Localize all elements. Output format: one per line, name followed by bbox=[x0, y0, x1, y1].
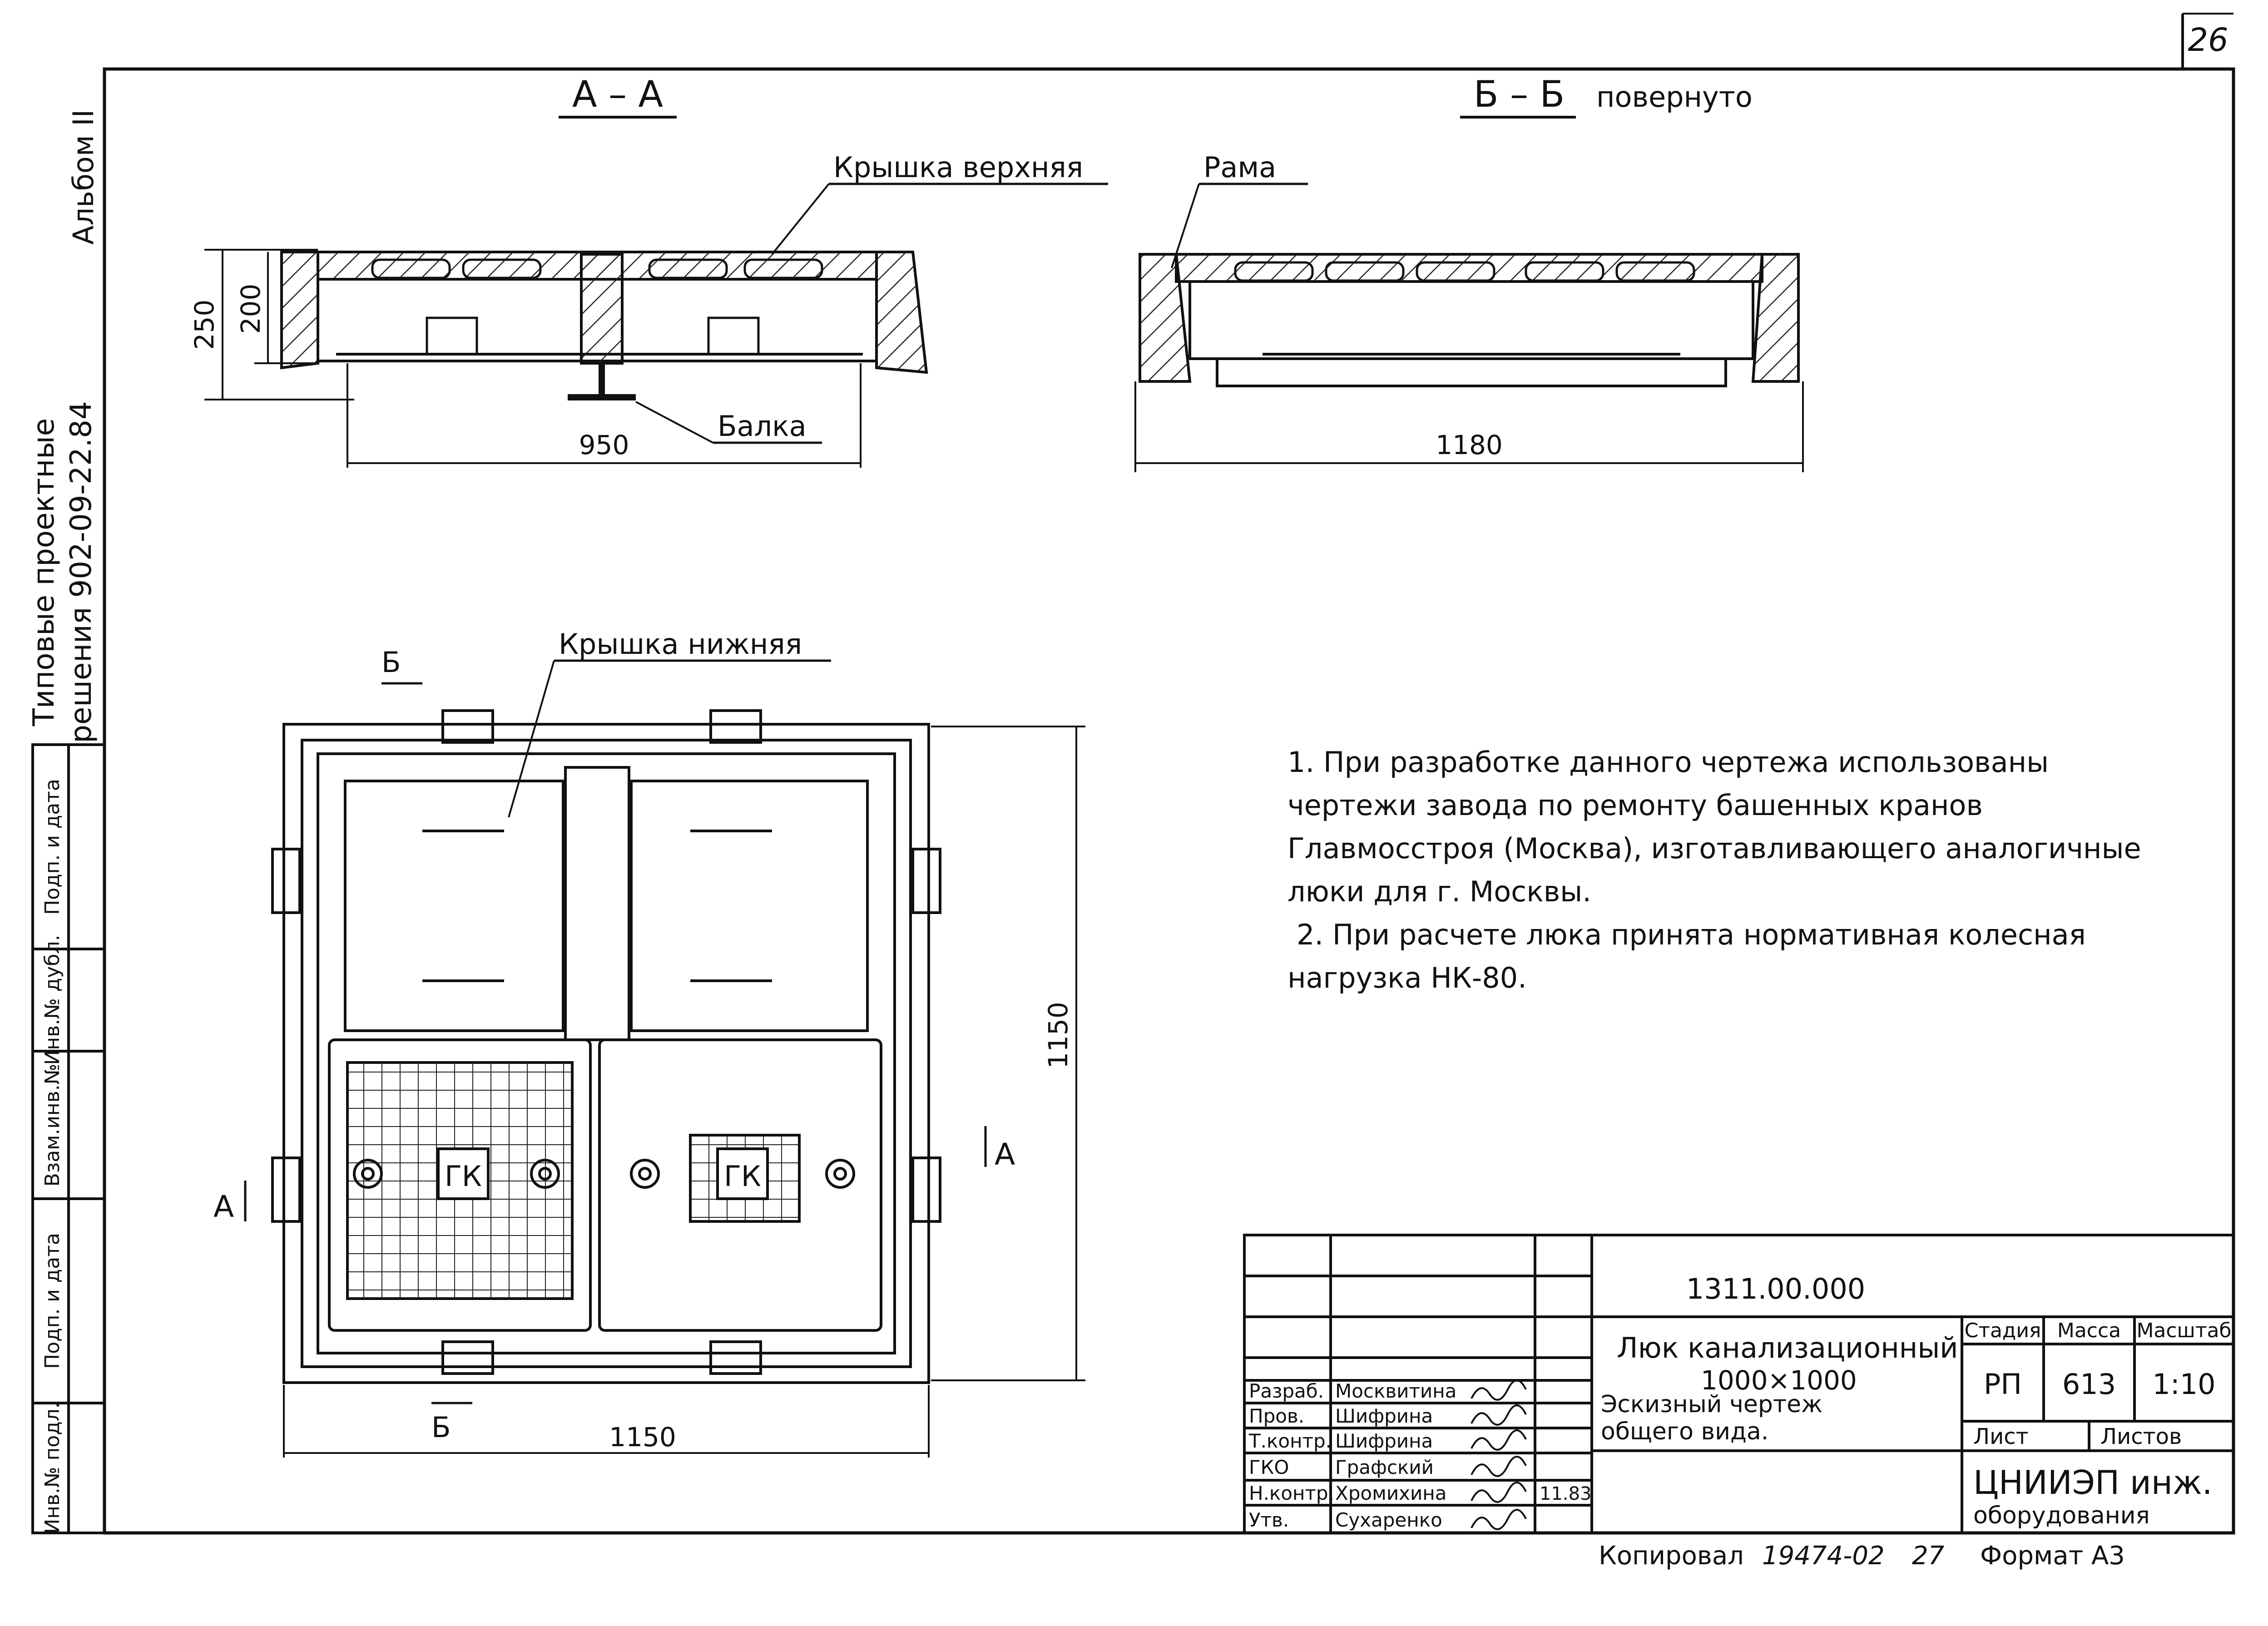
side-stamp: Альбом II Типовые проектные решения 902-… bbox=[27, 109, 106, 1534]
item-name-1: Люк канализационный bbox=[1617, 1331, 1958, 1364]
plan-dim-height: 1150 bbox=[1043, 1002, 1074, 1069]
series-line1: Типовые проектные bbox=[27, 418, 61, 727]
section-aa-title: А – А bbox=[572, 73, 664, 115]
beam-label: Балка bbox=[718, 410, 807, 443]
sheet-number: 26 bbox=[2188, 21, 2228, 59]
section-bb-title: Б – Б bbox=[1474, 73, 1565, 115]
cut-a-left: А bbox=[213, 1189, 234, 1224]
dim-1180: 1180 bbox=[1436, 430, 1503, 460]
plan-view: Крышка нижняя Б Б А А bbox=[213, 628, 1085, 1458]
staff-role-6: Утв. bbox=[1249, 1509, 1289, 1531]
staff-name-5: Хромихина bbox=[1335, 1482, 1446, 1504]
staff-role-5: Н.контр. bbox=[1249, 1482, 1334, 1504]
dim-250: 250 bbox=[189, 300, 220, 350]
hdr-sheets: Листов bbox=[2100, 1424, 2182, 1449]
lid-top-label: Крышка верхняя bbox=[833, 151, 1083, 184]
gk-box-right: ГК bbox=[716, 1147, 769, 1200]
staff-role-1: Разраб. bbox=[1249, 1380, 1324, 1402]
hdr-scale: Масштаб bbox=[2136, 1319, 2231, 1342]
item-desc-1: Эскизный чертеж bbox=[1601, 1391, 1822, 1418]
gk-label-left: ГК bbox=[445, 1160, 482, 1193]
note-line-5: 2. При расчете люка принята нормативная … bbox=[1297, 918, 2086, 951]
hdr-stage: Стадия bbox=[1965, 1319, 2041, 1342]
footer: Копировал 19474-02 27 Формат А3 bbox=[1599, 1541, 2125, 1571]
cut-b-top: Б bbox=[381, 646, 401, 679]
staff-name-1: Москвитина bbox=[1335, 1380, 1456, 1402]
series-line2: решения 902-09-22.84 bbox=[64, 401, 98, 743]
scale-value: 1:10 bbox=[2152, 1368, 2215, 1401]
bolt-icons bbox=[353, 1159, 855, 1189]
cut-a-right: А bbox=[995, 1137, 1015, 1172]
section-bb: Б – Б повернуто Рама 1180 bbox=[1134, 73, 1804, 472]
approval-date: 11.83 bbox=[1540, 1483, 1592, 1504]
mass-value: 613 bbox=[2062, 1368, 2116, 1401]
gk-label-right: ГК bbox=[724, 1160, 761, 1193]
copy-number-2: 27 bbox=[1912, 1541, 1945, 1571]
lid-bottom-label: Крышка нижняя bbox=[559, 628, 802, 661]
hdr-mass: Масса bbox=[2057, 1319, 2121, 1342]
format-label: Формат А3 bbox=[1980, 1541, 2125, 1571]
stamp-box-3: Взам.инв.№ bbox=[41, 1064, 64, 1187]
note-line-6: нагрузка НК-80. bbox=[1288, 961, 1527, 994]
staff-name-6: Сухаренко bbox=[1335, 1509, 1442, 1531]
note-line-3: Главмосстроя (Москва), изготавливающего … bbox=[1288, 832, 2141, 865]
cut-b-bottom: Б bbox=[431, 1411, 451, 1444]
note-line-2: чертежи завода по ремонту башенных крано… bbox=[1288, 789, 1983, 822]
stamp-box-5: Инв.№ подл. bbox=[41, 1402, 64, 1534]
staff-role-2: Пров. bbox=[1249, 1405, 1304, 1427]
section-bb-body bbox=[1139, 253, 1800, 387]
notes: 1. При разработке данного чертежа исполь… bbox=[1288, 746, 2141, 994]
staff-name-4: Графский bbox=[1335, 1456, 1434, 1478]
dim-200: 200 bbox=[235, 284, 266, 334]
staff-role-4: ГКО bbox=[1249, 1456, 1289, 1478]
title-block: 1311.00.000 Люк канализационный 1000×100… bbox=[1243, 1234, 2235, 1534]
signatures bbox=[1471, 1379, 1527, 1530]
stage-value: РП bbox=[1984, 1368, 2022, 1401]
beam-profile bbox=[568, 363, 636, 400]
org-line-1: ЦНИИЭП инж. bbox=[1973, 1463, 2213, 1502]
section-aa: А – А Крышка верхняя Балка bbox=[189, 73, 1108, 468]
album-label: Альбом II bbox=[67, 109, 100, 245]
doc-code: 1311.00.000 bbox=[1686, 1272, 1865, 1305]
stamp-box-1: Подп. и дата bbox=[41, 779, 64, 915]
staff-name-2: Шифрина bbox=[1335, 1405, 1433, 1427]
dim-950: 950 bbox=[579, 430, 629, 460]
item-name-2: 1000×1000 bbox=[1701, 1365, 1857, 1396]
frame-label: Рама bbox=[1203, 151, 1276, 184]
hdr-sheet: Лист bbox=[1973, 1424, 2029, 1449]
note-line-1: 1. При разработке данного чертежа исполь… bbox=[1288, 746, 2049, 779]
plan-dim-width: 1150 bbox=[609, 1422, 676, 1453]
org-line-2: оборудования bbox=[1973, 1502, 2150, 1529]
staff-list: Разраб. Москвитина Пров. Шифрина Т.контр… bbox=[1248, 1380, 1456, 1531]
stamp-box-2: Инв.№ дубл. bbox=[41, 934, 64, 1065]
section-bb-suffix: повернуто bbox=[1596, 80, 1753, 114]
section-aa-body bbox=[280, 251, 928, 374]
copied-label: Копировал bbox=[1599, 1541, 1744, 1571]
staff-name-3: Шифрина bbox=[1335, 1430, 1433, 1452]
staff-role-3: Т.контр. bbox=[1248, 1430, 1332, 1452]
note-line-4: люки для г. Москвы. bbox=[1288, 875, 1591, 908]
item-desc-2: общего вида. bbox=[1601, 1418, 1768, 1445]
copy-number: 19474-02 bbox=[1762, 1541, 1885, 1571]
stamp-box-4: Подп. и дата bbox=[41, 1233, 64, 1369]
gk-box-left: ГК bbox=[437, 1147, 490, 1200]
